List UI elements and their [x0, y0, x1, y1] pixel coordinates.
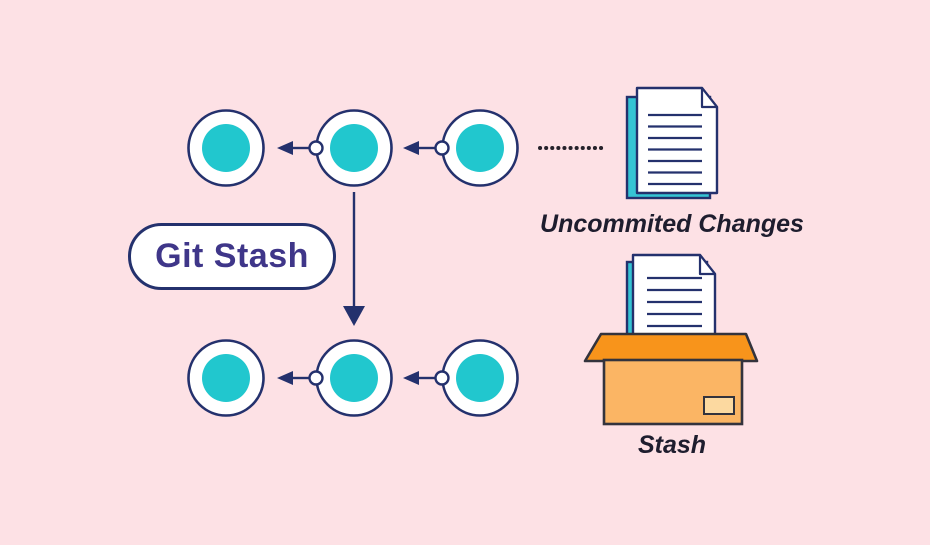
top-branch [187, 109, 519, 187]
stash-label: Stash [637, 431, 707, 459]
left-arrow-icon [403, 370, 450, 386]
down-arrow-icon [343, 192, 365, 326]
document-icon [625, 86, 719, 200]
commit-node [187, 109, 265, 187]
git-stash-tag: Git Stash [128, 223, 336, 290]
stashed-document-icon [625, 253, 717, 346]
stash-box-icon [583, 332, 759, 426]
document-text-lines [648, 113, 702, 186]
uncommitted-changes-label: Uncommited Changes [540, 210, 804, 238]
commit-node [441, 109, 519, 187]
left-arrow-icon [277, 370, 324, 386]
commit-node [187, 339, 265, 417]
left-arrow-icon [403, 140, 450, 156]
left-arrow-icon [277, 140, 324, 156]
commit-node [441, 339, 519, 417]
document-text-lines [647, 276, 702, 328]
git-stash-tag-label: Git Stash [155, 237, 309, 275]
commit-node [315, 339, 393, 417]
commit-node [315, 109, 393, 187]
bottom-branch [187, 339, 519, 417]
